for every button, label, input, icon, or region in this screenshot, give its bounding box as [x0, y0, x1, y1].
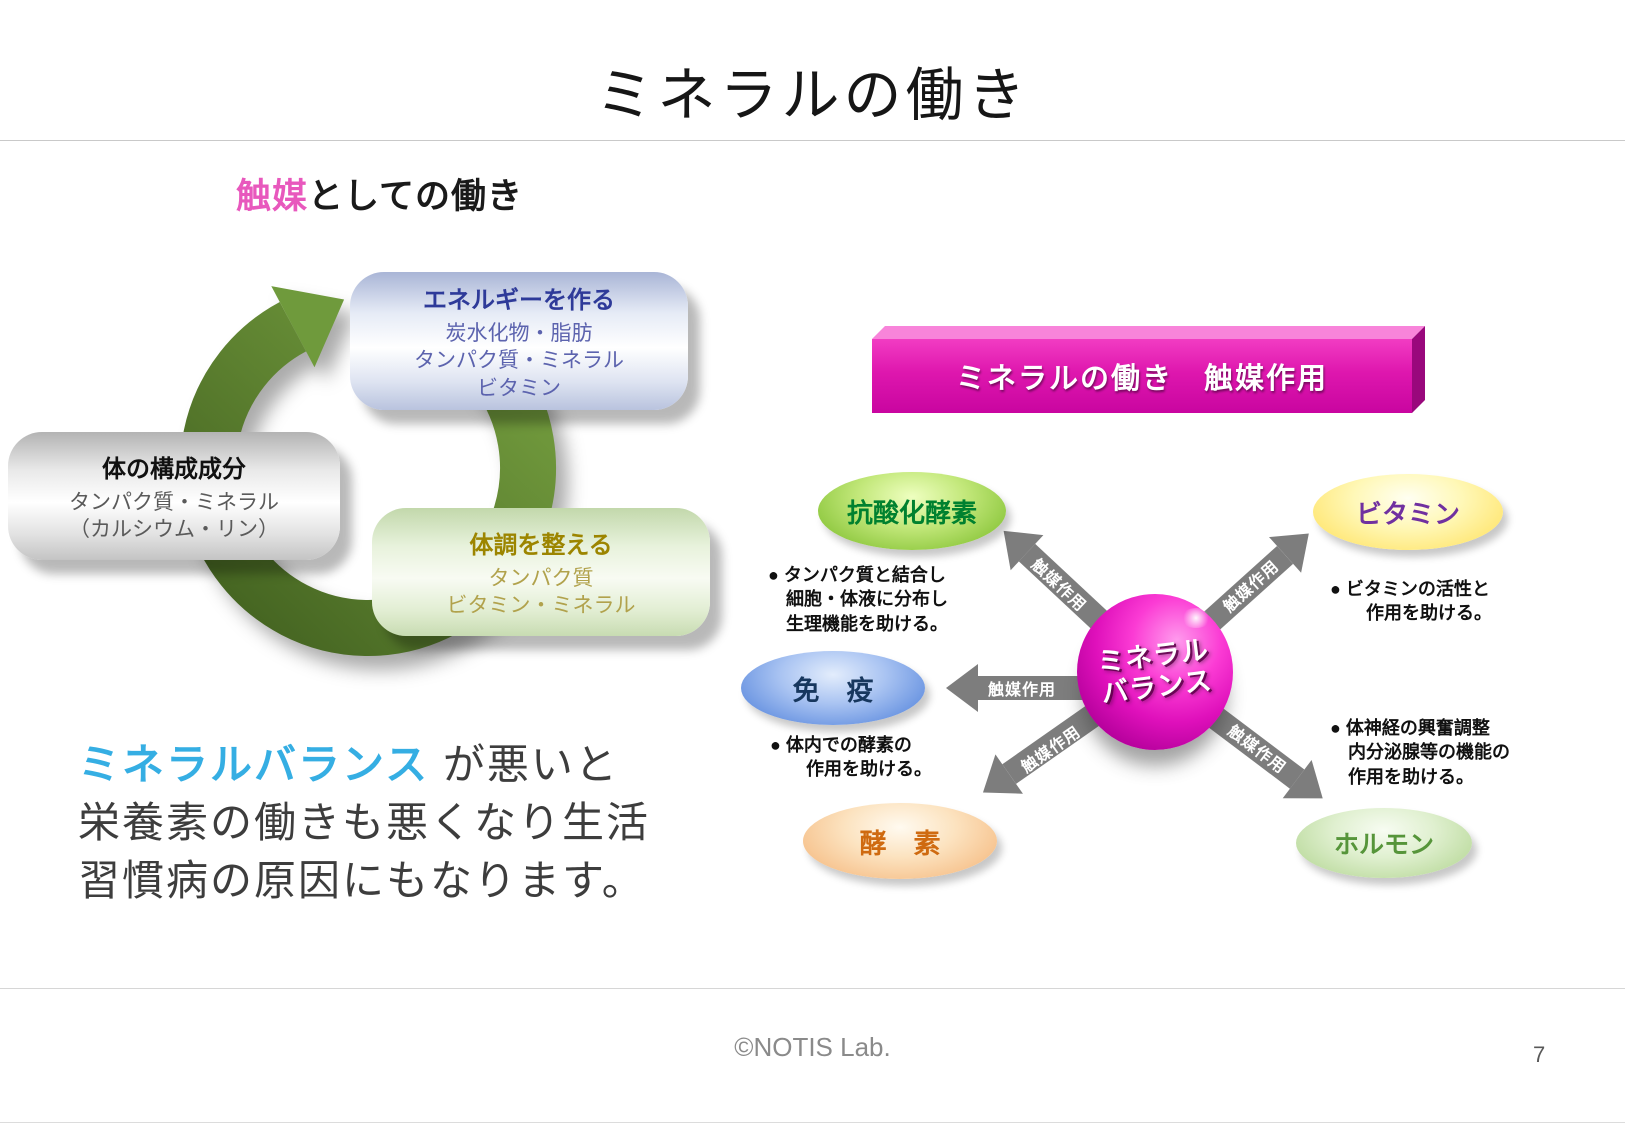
copyright-text: ©NOTIS Lab.: [734, 1032, 891, 1062]
bottom-edge-divider: [0, 1122, 1625, 1123]
cycle-arrow-icon: [180, 286, 557, 656]
energy-box-title: エネルギーを作る: [423, 287, 615, 315]
footer-divider: [0, 988, 1625, 989]
mineral-balance-label: ミネラル バランス: [1096, 634, 1215, 709]
body-composition-box: 体の構成成分 タンパク質・ミネラル （カルシウム・リン）: [8, 432, 340, 560]
note-antioxidant: ● タンパク質と結合し 細胞・体液に分布し 生理機能を助ける。: [768, 563, 948, 636]
note-line: 内分泌腺等の機能の: [1330, 742, 1510, 763]
catalyst-banner-title: ミネラルの働き 触媒作用: [955, 363, 1328, 395]
condition-box-title: 体調を整える: [469, 531, 613, 559]
conclusion-text: ミネラルバランス が悪いと 栄養素の働きも悪くなり生活 習慣病の原因にもなります…: [78, 736, 650, 910]
note-line: ● 体内での酵素の: [770, 735, 912, 755]
energy-box: エネルギーを作る 炭水化物・脂肪 タンパク質・ミネラル ビタミン: [350, 272, 688, 410]
mineral-balance-sphere: ミネラル バランス: [1077, 594, 1233, 750]
conclusion-line: ミネラルバランス が悪いと: [78, 736, 650, 794]
note-line: ● タンパク質と結合し: [768, 565, 946, 585]
energy-box-line: タンパク質・ミネラル: [414, 349, 624, 373]
condition-box: 体調を整える タンパク質 ビタミン・ミネラル: [372, 508, 710, 636]
page-title: ミネラルの働き: [595, 63, 1030, 128]
note-immune: ● 体内での酵素の 作用を助ける。: [770, 733, 932, 782]
note-line: ● 体神経の興奮調整: [1330, 718, 1490, 738]
conclusion-highlight: ミネラルバランス: [78, 741, 430, 788]
node-immune: 免 疫: [741, 651, 925, 725]
node-antioxidant: 抗酸化酵素: [818, 472, 1006, 550]
arrow-label-catalyst: 触媒作用: [1224, 722, 1289, 778]
node-immune-label: 免 疫: [792, 675, 874, 706]
title-divider: [0, 140, 1625, 141]
arrow-label-catalyst: 触媒作用: [1220, 557, 1283, 616]
body-composition-box-title: 体の構成成分: [102, 455, 246, 483]
note-line: 生理機能を助ける。: [768, 613, 948, 634]
note-line: 作用を助ける。: [1330, 766, 1474, 787]
conclusion-line: 習慣病の原因にもなります。: [78, 856, 646, 904]
note-line: ● ビタミンの活性と: [1330, 579, 1490, 599]
note-hormone: ● 体神経の興奮調整 内分泌腺等の機能の 作用を助ける。: [1330, 716, 1510, 789]
condition-box-line: ビタミン・ミネラル: [446, 594, 636, 617]
conclusion-line: 栄養素の働きも悪くなり生活: [78, 798, 651, 846]
note-line: 作用を助ける。: [770, 759, 932, 780]
note-line: 作用を助ける。: [1330, 603, 1492, 624]
note-line: 細胞・体液に分布し: [768, 589, 948, 610]
body-composition-box-line: タンパク質・ミネラル: [69, 490, 279, 514]
conclusion-line-rest: が悪いと: [429, 741, 619, 788]
condition-box-line: タンパク質: [488, 566, 594, 590]
node-enzyme: 酵 素: [803, 803, 997, 879]
subtitle-rest: としての働き: [308, 177, 523, 216]
energy-box-line: ビタミン: [477, 376, 561, 400]
body-composition-box-line: （カルシウム・リン）: [69, 518, 279, 541]
note-vitamin: ● ビタミンの活性と 作用を助ける。: [1330, 577, 1492, 626]
page-number: 7: [1533, 1042, 1546, 1067]
catalyst-banner: ミネラルの働き 触媒作用: [872, 339, 1412, 413]
arrow-label-catalyst: 触媒作用: [1027, 556, 1089, 616]
node-hormone-label: ホルモン: [1333, 831, 1434, 859]
subtitle-highlight: 触媒: [236, 177, 309, 216]
node-vitamin: ビタミン: [1313, 474, 1503, 550]
node-hormone: ホルモン: [1296, 808, 1472, 878]
energy-box-line: 炭水化物・脂肪: [445, 322, 593, 346]
node-enzyme-label: 酵 素: [859, 828, 941, 859]
node-vitamin-label: ビタミン: [1355, 498, 1460, 529]
node-antioxidant-label: 抗酸化酵素: [846, 497, 977, 528]
subtitle: 触媒としての働き: [236, 168, 523, 219]
arrow-label-catalyst: 触媒作用: [987, 682, 1057, 699]
